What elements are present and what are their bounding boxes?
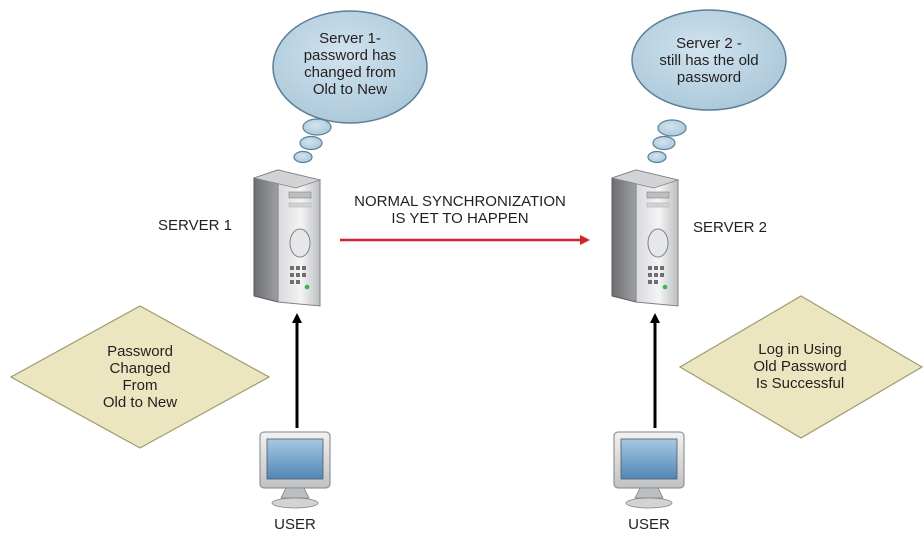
user2-computer-icon [613,431,685,509]
user1-label: USER [274,516,316,533]
server1-label: SERVER 1 [158,217,232,234]
bubble-server2-text: Server 2 - still has the old password [659,35,759,86]
thought-bubble-server1 [272,10,428,164]
diamond-password-changed [9,305,271,449]
diamond-login-successful [678,295,924,439]
sync-label: NORMAL SYNCHRONIZATION IS YET TO HAPPEN [354,193,566,227]
diamond-login-successful-text: Log in Using Old Password Is Successful [753,341,847,392]
thought-bubble-server2 [631,9,787,164]
server2-icon [610,169,680,307]
user2-label: USER [628,516,670,533]
server2-label: SERVER 2 [693,219,767,236]
bubble-server1-text: Server 1- password has changed from Old … [303,30,397,98]
server1-icon [252,169,322,307]
user1-computer-icon [259,431,331,509]
diamond-password-changed-text: Password Changed From Old to New [102,343,178,411]
